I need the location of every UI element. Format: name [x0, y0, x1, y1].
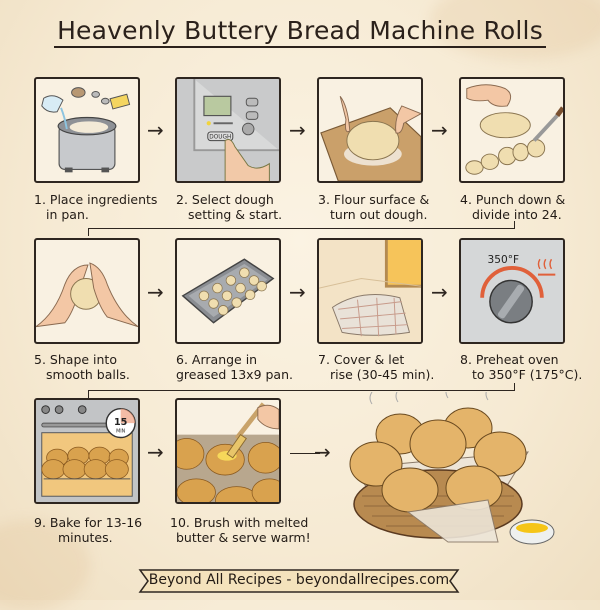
step-4-illustration	[459, 77, 565, 183]
covered-pan-icon	[319, 240, 421, 342]
divide-dough-icon	[465, 84, 563, 175]
arrow-icon: →	[431, 280, 448, 304]
row-connector-arrow	[88, 221, 515, 236]
step-9-illustration: 15 MIN	[34, 398, 140, 504]
page-title: Heavenly Buttery Bread Machine Rolls	[0, 16, 600, 48]
step-3-illustration	[317, 77, 423, 183]
svg-text:350°F: 350°F	[488, 254, 520, 266]
step-10-illustration	[175, 398, 281, 504]
step-6-illustration	[175, 238, 281, 344]
arrow-icon: →	[431, 118, 448, 142]
brush-butter-icon	[177, 402, 279, 502]
arrow-icon: →	[147, 118, 164, 142]
bread-machine-panel-icon: DOUGH	[177, 79, 279, 181]
step-4-caption: 4. Punch down &divide into 24.	[460, 192, 566, 222]
svg-text:DOUGH: DOUGH	[209, 135, 231, 141]
arrow-icon: →	[147, 280, 164, 304]
arrow-icon: →	[289, 280, 306, 304]
oven-baking-icon: 15 MIN	[36, 400, 138, 502]
step-1-illustration	[34, 77, 140, 183]
step-8-illustration: 350°F	[459, 238, 565, 344]
dough-on-board-icon	[320, 96, 421, 181]
baking-pan-icon	[181, 258, 275, 324]
bread-machine-pan-icon	[41, 87, 131, 173]
step-7-illustration	[317, 238, 423, 344]
svg-text:15: 15	[114, 417, 128, 428]
arrow-icon: →	[147, 440, 164, 464]
shape-ball-icon	[36, 262, 138, 328]
basket-of-rolls-illustration	[338, 385, 558, 550]
footer-credit: Beyond All Recipes - beyondallrecipes.co…	[148, 572, 450, 588]
footer-banner: Beyond All Recipes - beyondallrecipes.co…	[138, 568, 460, 594]
step-5-illustration	[34, 238, 140, 344]
basket-of-rolls-icon	[349, 385, 555, 545]
row-connector-arrow	[88, 383, 515, 398]
arrow-icon: →	[290, 442, 336, 462]
arrow-icon: →	[289, 118, 306, 142]
step-3-caption: 3. Flour surface &turn out dough.	[318, 192, 430, 222]
svg-text:MIN: MIN	[116, 429, 126, 435]
ribbon-icon	[138, 569, 460, 593]
step-2-illustration: DOUGH	[175, 77, 281, 183]
oven-dial-icon: 350°F	[461, 240, 563, 342]
